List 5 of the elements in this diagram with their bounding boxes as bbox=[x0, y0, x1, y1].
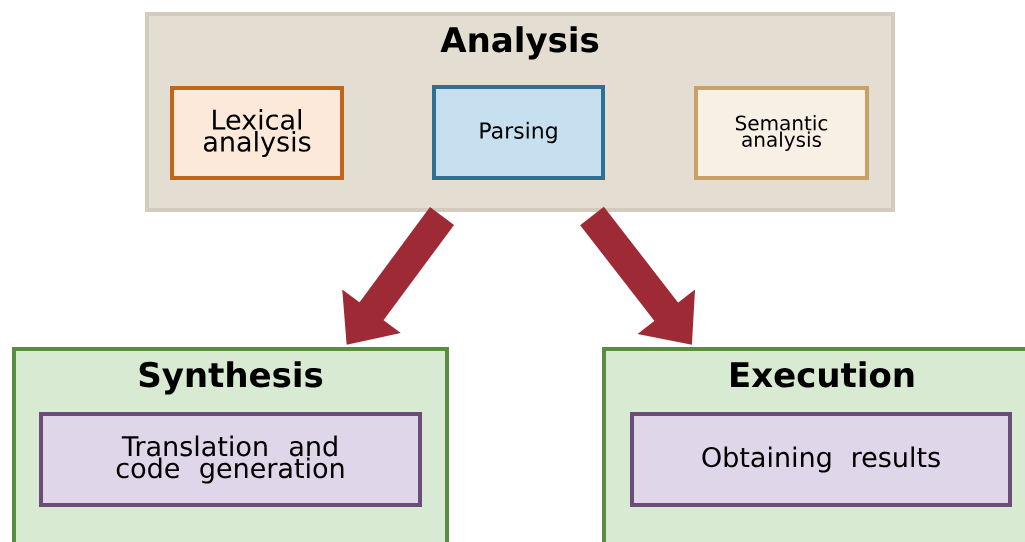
step-box: Lexical analysis bbox=[170, 86, 344, 180]
step-box: Semantic analysis bbox=[694, 86, 869, 180]
step-box: Parsing bbox=[432, 85, 605, 180]
step-box: Obtaining results bbox=[630, 412, 1012, 507]
step-box: Translation and code generation bbox=[39, 412, 422, 507]
